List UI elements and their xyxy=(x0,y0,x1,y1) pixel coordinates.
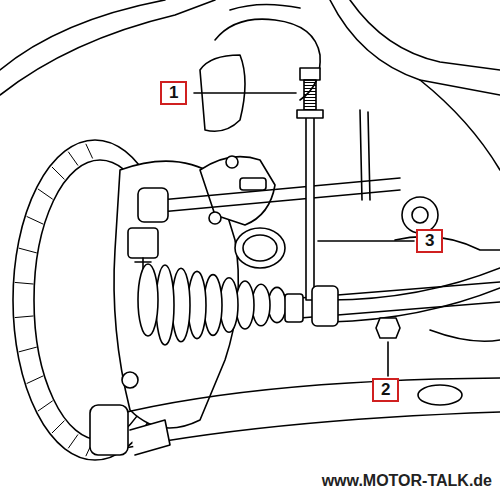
body-panel xyxy=(420,80,500,170)
upper-nut xyxy=(300,68,320,80)
upper-bolt-thread xyxy=(304,80,316,110)
callout-number: 2 xyxy=(372,378,399,402)
fender-line xyxy=(0,0,165,70)
link-lower-joint xyxy=(312,286,338,326)
subframe-hole xyxy=(418,385,462,405)
lower-nut xyxy=(376,318,400,338)
bolt xyxy=(122,372,138,388)
callout-number: 1 xyxy=(160,81,187,105)
subframe xyxy=(430,330,500,341)
stabilizer-link xyxy=(306,110,314,300)
tie-rod xyxy=(160,178,400,212)
subframe-bushing xyxy=(402,197,438,233)
ball-joint xyxy=(128,228,158,258)
callout-number: 3 xyxy=(416,229,443,253)
disc-vent xyxy=(19,248,36,253)
leader-line xyxy=(318,240,414,242)
disc-vent xyxy=(52,421,64,433)
disc-vent xyxy=(27,376,43,383)
disc-vent xyxy=(38,189,52,199)
tie-rod-clamp xyxy=(240,178,266,190)
leader-line xyxy=(387,342,389,376)
leader-line xyxy=(194,92,296,94)
abs-ring xyxy=(138,264,158,336)
bolt xyxy=(209,212,221,224)
body-panel xyxy=(350,0,500,70)
strut-mount xyxy=(243,235,277,261)
disc-vent xyxy=(27,217,43,224)
disc-vent xyxy=(68,435,77,448)
disc-vent xyxy=(15,282,33,284)
disc-vent xyxy=(15,316,33,318)
disc-vent xyxy=(19,347,36,352)
bolt xyxy=(226,156,238,168)
disc-vent xyxy=(68,152,77,165)
subframe xyxy=(395,237,500,250)
brake-line xyxy=(360,110,370,200)
subframe-bushing xyxy=(412,207,428,223)
control-arm-bushing xyxy=(90,405,128,455)
disc-vent xyxy=(86,144,92,158)
tie-rod-end xyxy=(138,188,168,222)
body-panel xyxy=(330,0,500,95)
watermark: www.MOTOR-TALK.de xyxy=(320,472,494,490)
strut-mount xyxy=(235,228,285,268)
spring-coil xyxy=(230,4,300,10)
boot-clamp xyxy=(285,294,303,322)
disc-vent xyxy=(38,401,52,411)
control-arm-bracket xyxy=(130,420,170,455)
upper-washer xyxy=(297,110,323,118)
stabilizer-bar xyxy=(330,268,500,322)
disc-vent xyxy=(52,167,64,179)
